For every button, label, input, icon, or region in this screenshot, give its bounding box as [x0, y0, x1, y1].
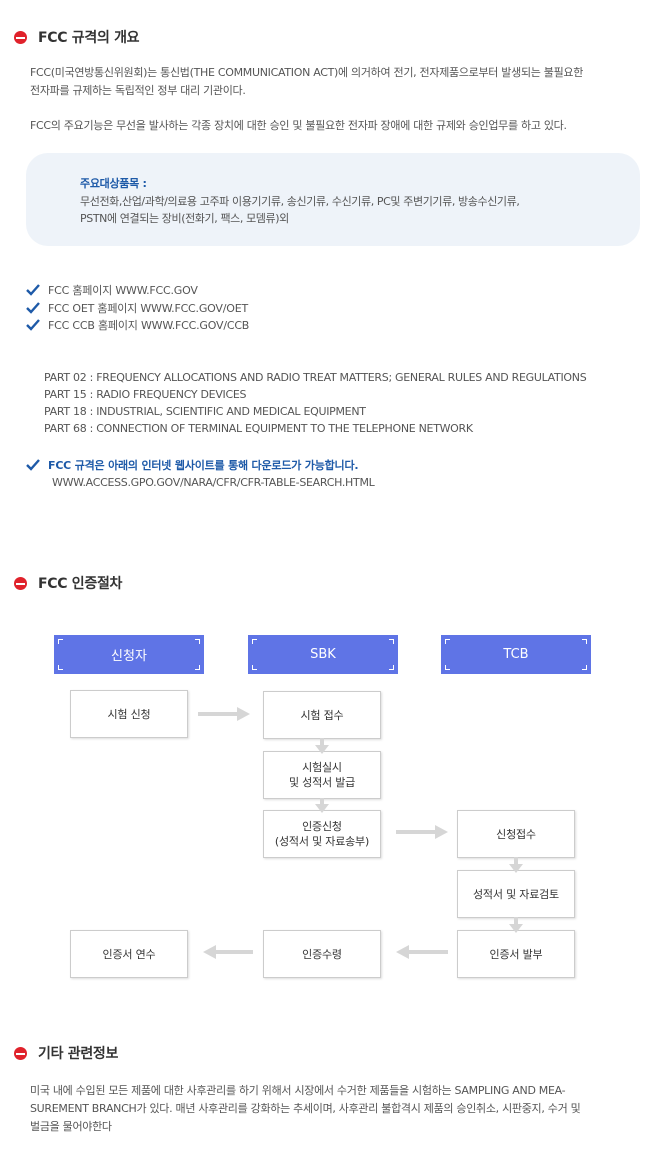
step-application-receive: 신청접수 — [457, 810, 575, 858]
step-test-issue: 시험실시 및 성적서 발급 — [263, 751, 381, 799]
step-review: 성적서 및 자료검토 — [457, 870, 575, 918]
step-cert-issue: 인증서 발부 — [457, 930, 575, 978]
header-applicant: 신청자 — [54, 635, 204, 674]
section-title-overview: FCC 규격의 개요 — [14, 27, 140, 47]
arrow-right-icon — [198, 707, 250, 721]
bullet-icon — [14, 576, 27, 590]
check-icon — [26, 459, 40, 471]
arrow-down-icon — [315, 738, 329, 754]
download-url-link[interactable]: WWW.ACCESS.GPO.GOV/NARA/CFR/CFR-TABLE-SE… — [52, 476, 375, 489]
link-fcc-homepage[interactable]: FCC 홈페이지 WWW.FCC.GOV — [26, 282, 198, 298]
check-icon — [26, 284, 40, 296]
step-cert-deliver: 인증서 연수 — [70, 930, 188, 978]
section-title-other: 기타 관련정보 — [14, 1043, 118, 1063]
arrow-down-icon — [509, 857, 523, 873]
target-products-box: 주요대상품목 : 무선전화,산업/과학/의료용 고주파 이용기기류, 송신기류,… — [26, 153, 640, 246]
step-cert-receive: 인증수령 — [263, 930, 381, 978]
overview-paragraph: FCC(미국연방통신위원회)는 통신법(THE COMMUNICATION AC… — [30, 66, 584, 97]
arrow-right-icon — [396, 825, 448, 839]
bullet-icon — [14, 1046, 27, 1060]
step-cert-apply: 인증신청 (성적서 및 자료송부) — [263, 810, 381, 858]
target-products-line: 무선전화,산업/과학/의료용 고주파 이용기기류, 송신기류, 수신기류, PC… — [80, 195, 520, 208]
arrow-down-icon — [315, 798, 329, 813]
header-tcb: TCB — [441, 635, 591, 674]
arrow-left-icon — [396, 945, 448, 959]
header-sbk: SBK — [248, 635, 398, 674]
check-icon — [26, 319, 40, 331]
target-products-title: 주요대상품목 : — [80, 177, 147, 190]
target-products-line: PSTN에 연결되는 장비(전화기, 팩스, 모뎀류)외 — [80, 212, 289, 225]
link-fcc-oet[interactable]: FCC OET 홈페이지 WWW.FCC.GOV/OET — [26, 300, 248, 316]
arrow-down-icon — [509, 917, 523, 933]
part-item: PART 18 : INDUSTRIAL, SCIENTIFIC AND MED… — [44, 405, 366, 418]
bullet-icon — [14, 30, 27, 44]
arrow-left-icon — [203, 945, 253, 959]
check-icon — [26, 302, 40, 314]
part-item: PART 02 : FREQUENCY ALLOCATIONS AND RADI… — [44, 371, 587, 384]
part-item: PART 68 : CONNECTION OF TERMINAL EQUIPME… — [44, 422, 473, 435]
overview-functions-paragraph: FCC의 주요기능은 무선을 발사하는 각종 장치에 대한 승인 및 불필요한 … — [30, 119, 567, 132]
download-note: FCC 규격은 아래의 인터넷 웹사이트를 통해 다운로드가 가능합니다. — [26, 457, 359, 473]
section-title-procedure: FCC 인증절차 — [14, 573, 122, 593]
part-item: PART 15 : RADIO FREQUENCY DEVICES — [44, 388, 247, 401]
link-fcc-ccb[interactable]: FCC CCB 홈페이지 WWW.FCC.GOV/CCB — [26, 317, 249, 333]
other-info-paragraph: 미국 내에 수입된 모든 제품에 대한 사후관리를 하기 위해서 시장에서 수거… — [30, 1084, 581, 1133]
step-test-apply: 시험 신청 — [70, 690, 188, 738]
step-test-receive: 시험 접수 — [263, 691, 381, 739]
